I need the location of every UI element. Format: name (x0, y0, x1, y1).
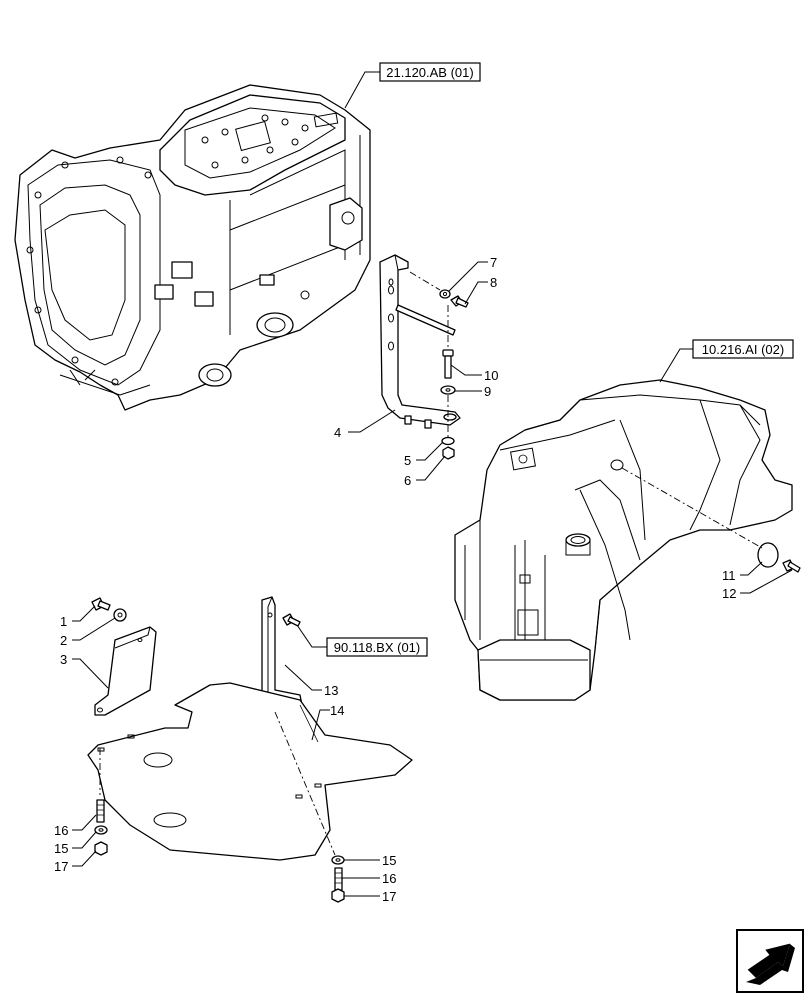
washer-7 (439, 289, 451, 299)
callout-15-right: 15 (382, 853, 396, 868)
nut-6 (442, 446, 455, 460)
ref-box-bracket[interactable]: 90.118.BX (01) (296, 624, 428, 657)
stud-16-left (96, 799, 105, 823)
stud-16-right (334, 867, 343, 891)
bolt-12 (782, 559, 801, 573)
callout-12: 12 (722, 586, 736, 601)
washer-15-left (94, 825, 108, 835)
nut-17-left (94, 841, 108, 856)
ref-box-transmission[interactable]: 21.120.AB (01) (344, 62, 481, 109)
callout-16-left: 16 (54, 823, 68, 838)
callout-9: 9 (484, 384, 491, 399)
support-bracket (379, 254, 461, 429)
nut-17-right (331, 888, 345, 903)
callout-10: 10 (484, 368, 498, 383)
callout-16-right: 16 (382, 871, 396, 886)
washer-9 (440, 385, 456, 395)
callout-11: 11 (722, 568, 736, 583)
bolt-bracket-13 (282, 613, 301, 627)
callout-17-right: 17 (382, 889, 396, 904)
callout-4: 4 (334, 425, 341, 440)
callout-2: 2 (60, 633, 67, 648)
callout-7: 7 (490, 255, 497, 270)
ref-text-bracket: 90.118.BX (01) (334, 640, 420, 655)
washer-11 (757, 542, 779, 568)
ref-text-transmission: 21.120.AB (01) (386, 65, 473, 80)
callout-17-left: 17 (54, 859, 68, 874)
ref-box-fuel-tank[interactable]: 10.216.AI (02) (659, 339, 794, 383)
callout-3: 3 (60, 652, 67, 667)
callouts: 7 8 10 9 4 5 6 11 12 1 2 3 13 (54, 255, 793, 904)
fuel-tank (454, 379, 793, 701)
next-page-arrow-icon[interactable] (736, 929, 804, 993)
bolt-8 (450, 295, 469, 308)
callout-14: 14 (330, 703, 344, 718)
bolt-1 (91, 597, 111, 611)
callout-13: 13 (324, 683, 338, 698)
bracket-3 (94, 626, 157, 716)
callout-6: 6 (404, 473, 411, 488)
callout-5: 5 (404, 453, 411, 468)
transmission-housing (14, 84, 371, 411)
bolt-10 (442, 349, 454, 379)
callout-15-left: 15 (54, 841, 68, 856)
callout-1: 1 (60, 614, 67, 629)
guard-plate-14 (87, 682, 413, 861)
callout-8: 8 (490, 275, 497, 290)
washer-5 (441, 436, 455, 446)
washer-15-right (331, 855, 345, 865)
ref-text-fuel-tank: 10.216.AI (02) (702, 342, 784, 357)
washer-2 (113, 608, 127, 622)
